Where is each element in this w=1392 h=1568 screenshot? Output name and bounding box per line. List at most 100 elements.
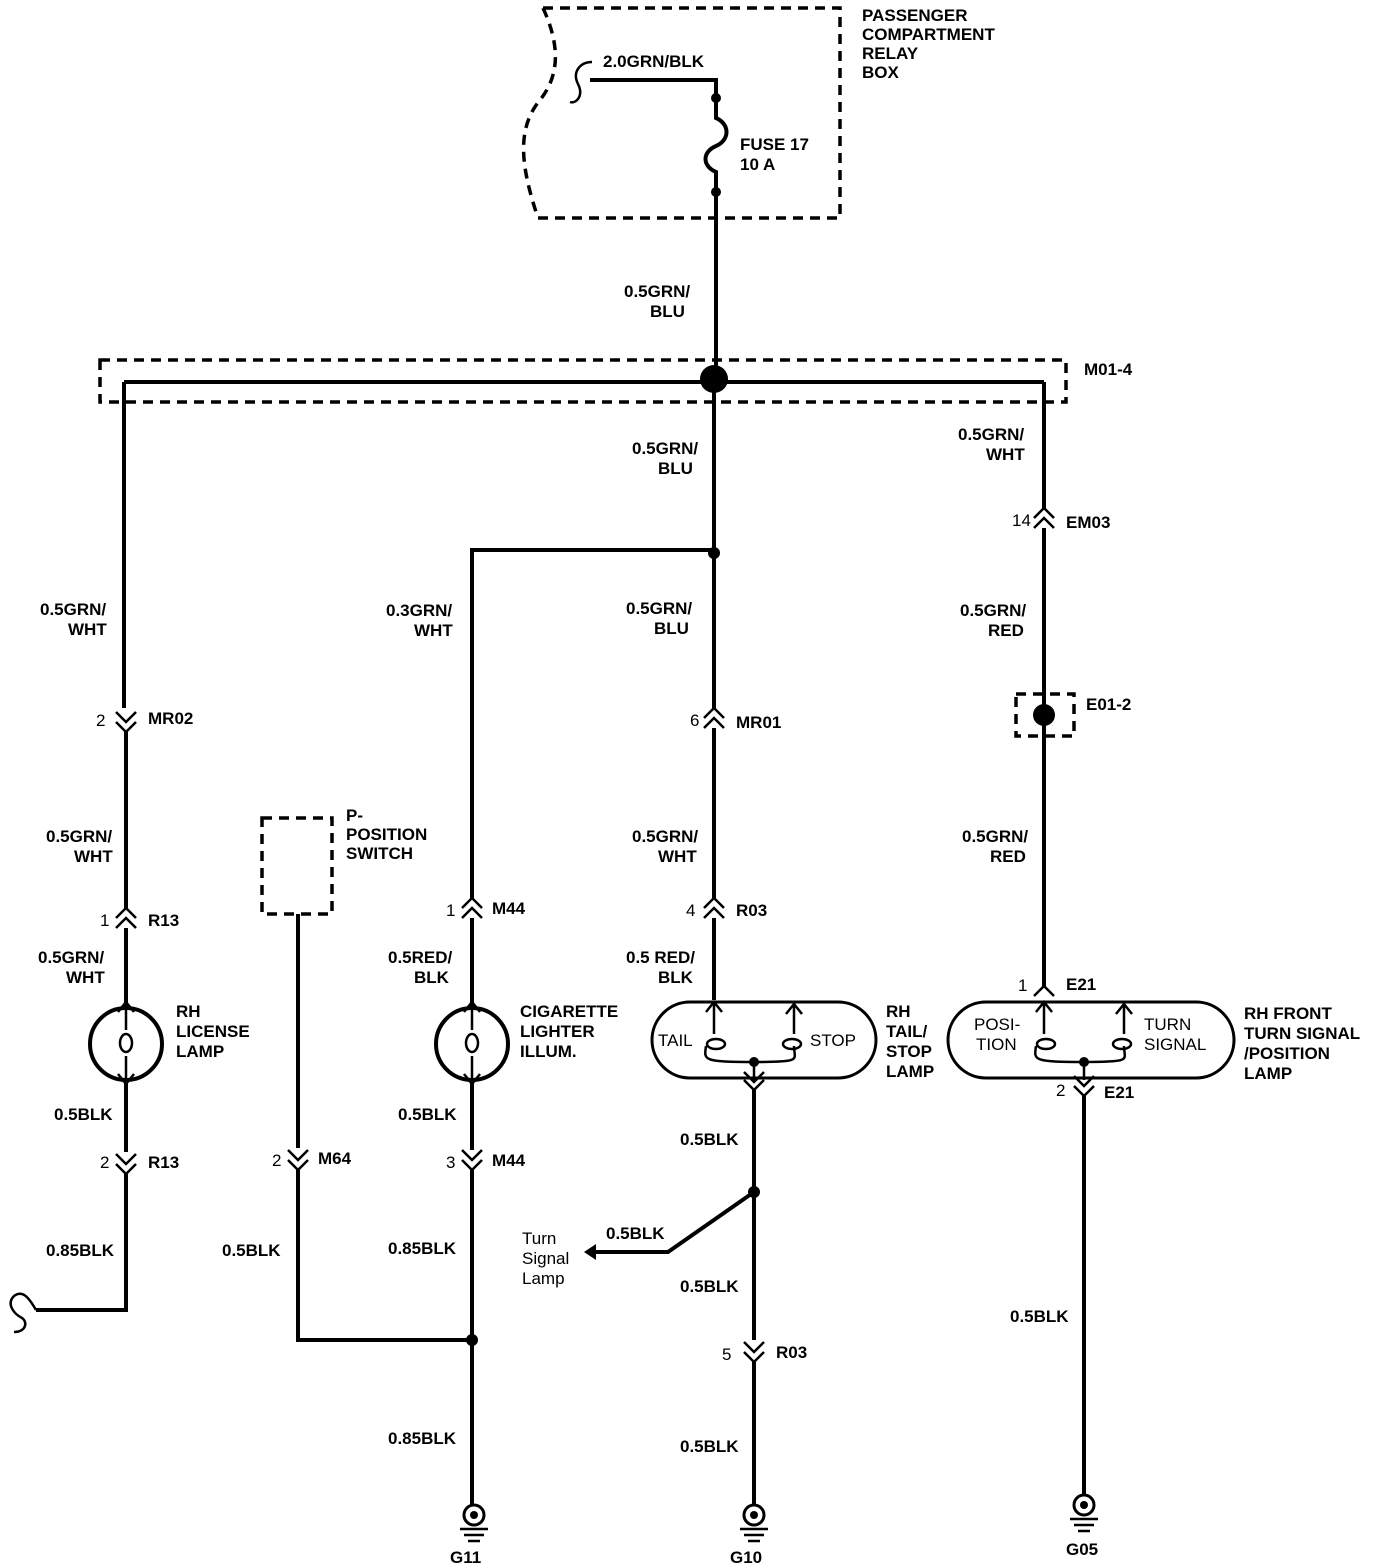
left-out-label: 0.5BLK bbox=[54, 1105, 113, 1124]
fuse-label-1: FUSE 17 bbox=[740, 135, 809, 154]
m44-top-name: M44 bbox=[492, 899, 526, 918]
center-lamp-label-1: 0.5 RED/ bbox=[626, 948, 695, 967]
cig-out-label: 0.5BLK bbox=[398, 1105, 457, 1124]
front-inner-left-1: POSI- bbox=[974, 1015, 1020, 1034]
front-lamp-label-2: TURN SIGNAL bbox=[1244, 1024, 1360, 1043]
m64-pin: 2 bbox=[272, 1151, 281, 1170]
ground-g05-icon bbox=[1070, 1493, 1098, 1533]
front-inner-right-1: TURN bbox=[1144, 1015, 1191, 1034]
tail-stop-branch: 0.5GRN/ BLU 0.5GRN/ BLU 6 MR01 0.5GRN/ W… bbox=[522, 392, 934, 1567]
feed-wire-label: 2.0GRN/BLK bbox=[603, 52, 705, 71]
front-lamp-label-4: LAMP bbox=[1244, 1064, 1292, 1083]
relay-box-label-1: PASSENGER bbox=[862, 6, 968, 25]
p-switch-label-2: POSITION bbox=[346, 825, 427, 844]
left-upper-label-1: 0.5GRN/ bbox=[40, 600, 106, 619]
center-upper-label-2: BLU bbox=[658, 459, 693, 478]
right-mid-label-2: RED bbox=[988, 621, 1024, 640]
e21-top-name: E21 bbox=[1066, 975, 1096, 994]
cig-lamp-label-2: BLK bbox=[414, 968, 450, 987]
e21-bot-pin: 2 bbox=[1056, 1081, 1065, 1100]
tail-inner-left: TAIL bbox=[658, 1031, 693, 1050]
m44-top-pin: 1 bbox=[446, 901, 455, 920]
center-lower-label-1: 0.5GRN/ bbox=[632, 827, 698, 846]
right-ground-label: 0.5BLK bbox=[1010, 1307, 1069, 1326]
front-lamp-label-3: /POSITION bbox=[1244, 1044, 1330, 1063]
mr01-pin: 6 bbox=[690, 711, 699, 730]
turn-ref-wire-label: 0.5BLK bbox=[606, 1224, 665, 1243]
p-switch-label-1: P- bbox=[346, 806, 363, 825]
m44-bot-pin: 3 bbox=[446, 1153, 455, 1172]
center-mid-label-2: BLU bbox=[654, 619, 689, 638]
right-upper-label-2: WHT bbox=[986, 445, 1025, 464]
cig-lamp-label-1: 0.5RED/ bbox=[388, 948, 453, 967]
r03-bot-pin: 5 bbox=[722, 1345, 731, 1364]
mr02-pin: 2 bbox=[96, 711, 105, 730]
splice-e01-2: E01-2 bbox=[1014, 692, 1131, 738]
turn-ref-label-2: Signal bbox=[522, 1249, 569, 1268]
main-feed-label-2: BLU bbox=[650, 302, 685, 321]
cig-lamp-name-1: CIGARETTE bbox=[520, 1002, 618, 1021]
left-bottom-label: 0.85BLK bbox=[46, 1241, 115, 1260]
relay-box-label-4: BOX bbox=[862, 63, 900, 82]
cig-lower-label: 0.85BLK bbox=[388, 1239, 457, 1258]
cig-ground-label: 0.85BLK bbox=[388, 1429, 457, 1448]
ground-g11-icon bbox=[460, 1503, 488, 1543]
license-lamp-branch: 0.5GRN/ WHT 2 MR02 0.5GRN/ WHT 1 R13 0.5… bbox=[9, 382, 250, 1334]
m64-name: M64 bbox=[318, 1149, 352, 1168]
left-upper-label-2: WHT bbox=[68, 620, 107, 639]
r13-top-name: R13 bbox=[148, 911, 179, 930]
right-lower-label-2: RED bbox=[990, 847, 1026, 866]
license-lamp-label-1: RH bbox=[176, 1002, 201, 1021]
license-lamp-label-3: LAMP bbox=[176, 1042, 224, 1061]
cigarette-lighter-branch: 0.3GRN/ WHT 1 M44 0.5RED/ BLK CIGARETTE … bbox=[386, 547, 720, 1567]
center-lamp-label-2: BLK bbox=[658, 968, 694, 987]
turn-ref-label-1: Turn bbox=[522, 1229, 556, 1248]
cig-lamp-name-3: ILLUM. bbox=[520, 1042, 577, 1061]
r03-top-pin: 4 bbox=[686, 901, 695, 920]
left-mid-label-2: WHT bbox=[74, 847, 113, 866]
cig-upper-label-2: WHT bbox=[414, 621, 453, 640]
e21-bot-name: E21 bbox=[1104, 1083, 1134, 1102]
relay-box-label-3: RELAY bbox=[862, 44, 919, 63]
ground-g10-icon bbox=[740, 1503, 768, 1543]
ground-g11-label: G11 bbox=[450, 1548, 481, 1567]
r13-bot-pin: 2 bbox=[100, 1153, 109, 1172]
front-inner-right-2: SIGNAL bbox=[1144, 1035, 1206, 1054]
em03-pin: 14 bbox=[1012, 511, 1031, 530]
em03-name: EM03 bbox=[1066, 513, 1110, 532]
ground-g05-label: G05 bbox=[1066, 1540, 1098, 1559]
center-upper-label-1: 0.5GRN/ bbox=[632, 439, 698, 458]
turn-ref-label-3: Lamp bbox=[522, 1269, 565, 1288]
main-feed-label-1: 0.5GRN/ bbox=[624, 282, 690, 301]
relay-box: PASSENGER COMPARTMENT RELAY BOX bbox=[521, 6, 995, 220]
front-lamp-label-1: RH FRONT bbox=[1244, 1004, 1332, 1023]
m44-bot-name: M44 bbox=[492, 1151, 526, 1170]
center-mid-label-1: 0.5GRN/ bbox=[626, 599, 692, 618]
r13-top-pin: 1 bbox=[100, 911, 109, 930]
p-position-switch: P- POSITION SWITCH 2 M64 0.5BLK bbox=[222, 806, 472, 1342]
tail-lamp-label-2: TAIL/ bbox=[886, 1022, 928, 1041]
tail-lamp-label-4: LAMP bbox=[886, 1062, 934, 1081]
front-lamp-branch: 0.5GRN/ WHT 14 EM03 0.5GRN/ RED E01-2 0.… bbox=[946, 382, 1360, 1559]
left-mid-label-1: 0.5GRN/ bbox=[46, 827, 112, 846]
e21-top-pin: 1 bbox=[1018, 976, 1027, 995]
fuse-17: FUSE 17 10 A bbox=[703, 93, 809, 197]
relay-box-label-2: COMPARTMENT bbox=[862, 25, 995, 44]
right-upper-label-1: 0.5GRN/ bbox=[958, 425, 1024, 444]
cig-upper-label-1: 0.3GRN/ bbox=[386, 601, 452, 620]
mr01-name: MR01 bbox=[736, 713, 781, 732]
ground-g10-label: G10 bbox=[730, 1548, 762, 1567]
splice-m01-label: M01-4 bbox=[1084, 360, 1133, 379]
tail-lamp-label-1: RH bbox=[886, 1002, 911, 1021]
p-switch-label-3: SWITCH bbox=[346, 844, 413, 863]
right-mid-label-1: 0.5GRN/ bbox=[960, 601, 1026, 620]
r03-bot-name: R03 bbox=[776, 1343, 807, 1362]
license-lamp-label-2: LICENSE bbox=[176, 1022, 250, 1041]
left-lamp-label-1: 0.5GRN/ bbox=[38, 948, 104, 967]
r03-top-name: R03 bbox=[736, 901, 767, 920]
cig-lamp-name-2: LIGHTER bbox=[520, 1022, 595, 1041]
mr02-name: MR02 bbox=[148, 709, 193, 728]
fuse-label-2: 10 A bbox=[740, 155, 775, 174]
left-lamp-label-2: WHT bbox=[66, 968, 105, 987]
